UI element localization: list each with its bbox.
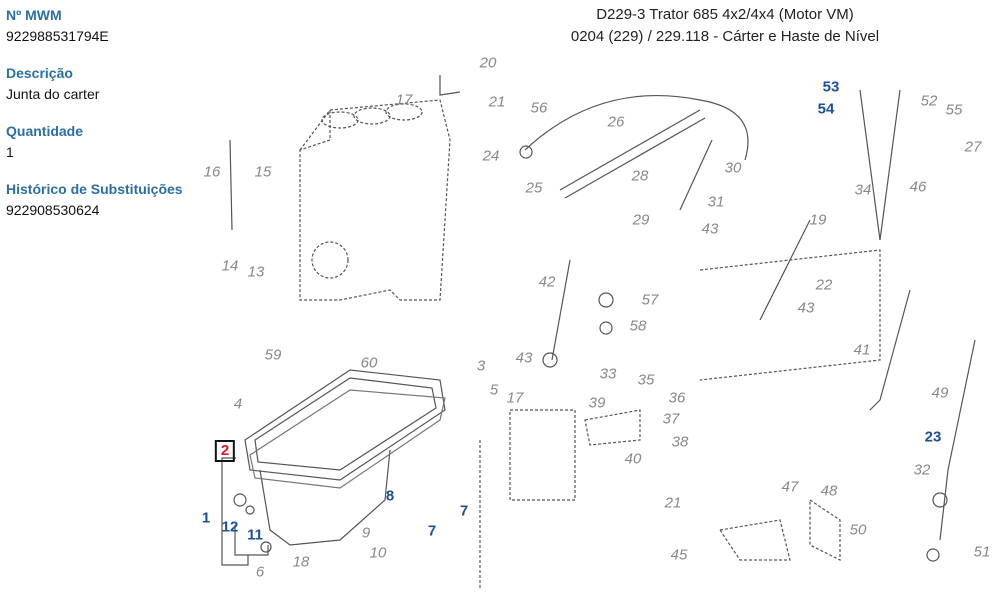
callout-link-1[interactable]: 1 — [201, 509, 211, 527]
callout-6[interactable]: 6 — [255, 563, 265, 581]
callout-37[interactable]: 37 — [662, 410, 680, 428]
quantity-value: 1 — [6, 144, 14, 160]
callout-49[interactable]: 49 — [931, 384, 949, 402]
callout-45[interactable]: 45 — [670, 546, 688, 564]
callout-56[interactable]: 56 — [530, 99, 548, 117]
callout-60[interactable]: 60 — [360, 354, 378, 372]
replacement-history-value: 922908530624 — [6, 202, 100, 218]
callout-30[interactable]: 30 — [724, 159, 742, 177]
callout-33[interactable]: 33 — [599, 365, 617, 383]
gasket-drawing — [249, 389, 446, 489]
oil-pan-drawing — [244, 369, 446, 546]
part-info-panel: Nº MWM 922988531794E Descrição Junta do … — [6, 4, 206, 236]
callout-27[interactable]: 27 — [964, 138, 982, 156]
callout-52[interactable]: 52 — [920, 92, 938, 110]
callout-15[interactable]: 15 — [254, 163, 272, 181]
callout-59[interactable]: 59 — [264, 346, 282, 364]
callout-28[interactable]: 28 — [631, 167, 649, 185]
callout-link-7[interactable]: 7 — [459, 502, 469, 520]
callout-26[interactable]: 26 — [607, 113, 625, 131]
callout-46[interactable]: 46 — [909, 178, 927, 196]
callout-38[interactable]: 38 — [671, 433, 689, 451]
mwm-label: Nº MWM — [6, 7, 62, 23]
description-label: Descrição — [6, 65, 73, 81]
callout-40[interactable]: 40 — [624, 450, 642, 468]
callout-31[interactable]: 31 — [707, 193, 725, 211]
callout-39[interactable]: 39 — [588, 394, 606, 412]
dipstick-tube-drawings — [229, 75, 976, 541]
quantity-label: Quantidade — [6, 123, 84, 139]
callout-link-8[interactable]: 8 — [385, 487, 395, 505]
callout-20[interactable]: 20 — [479, 54, 497, 72]
callout-42[interactable]: 42 — [538, 273, 556, 291]
callout-43[interactable]: 43 — [515, 349, 533, 367]
selected-callout-2[interactable]: 2 — [214, 440, 236, 462]
callout-34[interactable]: 34 — [854, 181, 872, 199]
callout-9[interactable]: 9 — [361, 524, 371, 542]
callout-3[interactable]: 3 — [476, 357, 486, 375]
callout-55[interactable]: 55 — [945, 101, 963, 119]
callout-43[interactable]: 43 — [797, 299, 815, 317]
callout-43[interactable]: 43 — [701, 220, 719, 238]
callout-18[interactable]: 18 — [292, 553, 310, 571]
group-bracket-1 — [221, 457, 269, 566]
callout-17[interactable]: 17 — [506, 389, 524, 407]
callout-10[interactable]: 10 — [369, 544, 387, 562]
callout-13[interactable]: 13 — [247, 263, 265, 281]
callout-link-7[interactable]: 7 — [427, 522, 437, 540]
title-line-1: D229-3 Trator 685 4x2/4x4 (Motor VM) — [596, 6, 854, 23]
callout-51[interactable]: 51 — [973, 543, 991, 561]
callout-17[interactable]: 17 — [395, 91, 413, 109]
callout-58[interactable]: 58 — [629, 317, 647, 335]
callout-25[interactable]: 25 — [525, 179, 543, 197]
callout-19[interactable]: 19 — [809, 211, 827, 229]
callout-22[interactable]: 22 — [815, 276, 833, 294]
callout-5[interactable]: 5 — [489, 381, 499, 399]
description-value: Junta do carter — [6, 86, 100, 102]
callout-32[interactable]: 32 — [913, 461, 931, 479]
callout-57[interactable]: 57 — [641, 291, 659, 309]
callout-14[interactable]: 14 — [221, 257, 239, 275]
mwm-value: 922988531794E — [6, 28, 109, 44]
callout-41[interactable]: 41 — [853, 341, 871, 359]
callout-29[interactable]: 29 — [632, 211, 650, 229]
engine-block-drawing — [299, 99, 451, 301]
callout-16[interactable]: 16 — [203, 163, 221, 181]
callout-link-12[interactable]: 12 — [221, 518, 239, 536]
callout-47[interactable]: 47 — [781, 478, 799, 496]
callout-link-11[interactable]: 11 — [247, 526, 263, 544]
callout-48[interactable]: 48 — [820, 482, 838, 500]
callout-35[interactable]: 35 — [637, 371, 655, 389]
callout-21[interactable]: 21 — [488, 93, 506, 111]
callout-link-23[interactable]: 23 — [924, 428, 942, 446]
title-line-2: 0204 (229) / 229.118 - Cárter e Haste de… — [570, 28, 880, 45]
callout-24[interactable]: 24 — [482, 147, 500, 165]
diagram-title: D229-3 Trator 685 4x2/4x4 (Motor VM) 020… — [540, 4, 910, 48]
filter-assembly-drawing — [479, 249, 881, 590]
callout-link-53[interactable]: 53 — [822, 78, 840, 96]
callout-4[interactable]: 4 — [233, 395, 243, 413]
callout-link-54[interactable]: 54 — [817, 100, 835, 118]
callout-50[interactable]: 50 — [849, 521, 867, 539]
callout-21[interactable]: 21 — [664, 494, 682, 512]
replacement-history-label: Histórico de Substituições — [6, 181, 183, 197]
callout-36[interactable]: 36 — [668, 389, 686, 407]
